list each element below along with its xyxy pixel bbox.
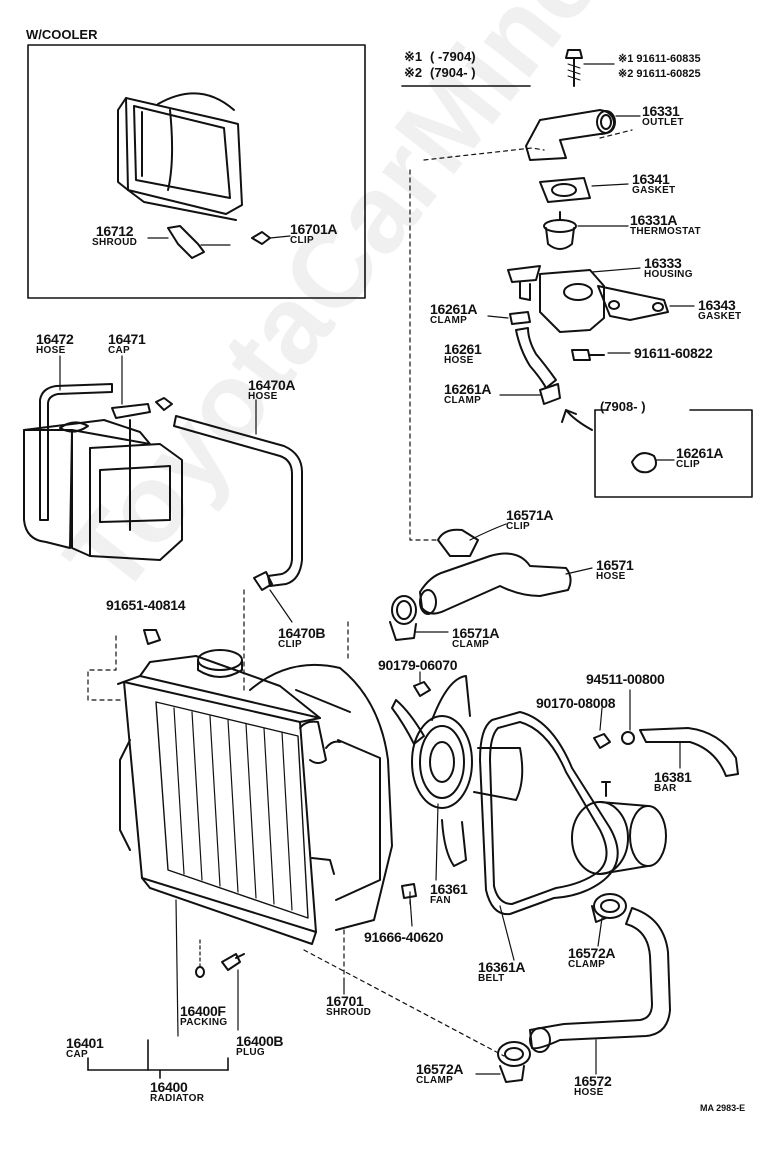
bolt-alt-2: ※2 91611-60825 xyxy=(618,68,701,80)
bar-washer xyxy=(621,731,635,745)
fan-belt xyxy=(479,711,619,916)
fan-shroud xyxy=(249,663,393,931)
bolt-alt-1: ※1 91611-60835 xyxy=(618,53,701,65)
label-90170-08008: 90170-08008 xyxy=(536,695,616,711)
adjusting-bar xyxy=(639,727,739,777)
hose-clip xyxy=(253,571,273,591)
inset-title: W/COOLER xyxy=(26,27,98,42)
drain-plug xyxy=(221,953,241,971)
cooling-fan xyxy=(391,675,524,867)
outlet-gasket xyxy=(539,177,591,203)
lower-hose-clamp-upper xyxy=(591,893,627,923)
label-90179-06070: 90179-06070 xyxy=(378,657,458,673)
clip-inset-arrow xyxy=(561,409,593,431)
water-pump-pulley xyxy=(571,801,667,875)
shroud-bolt xyxy=(401,883,417,899)
note1-range: ( -7904) xyxy=(430,49,476,64)
reservoir-cap xyxy=(111,403,151,419)
overflow-hose xyxy=(39,383,113,521)
upper-hose-clamp xyxy=(389,595,417,641)
bar-nut xyxy=(593,733,611,749)
outlet-bolt xyxy=(565,49,583,87)
bypass-clamp-lower xyxy=(539,383,561,405)
upper-hose-clip xyxy=(437,528,479,557)
clip-inset-part xyxy=(631,452,657,474)
plug-packing xyxy=(195,966,205,978)
bypass-clamp-upper xyxy=(509,311,531,325)
label-91611-60822: 91611-60822 xyxy=(634,345,713,361)
housing-gasket xyxy=(597,285,669,321)
lower-hose-clamp-lower xyxy=(497,1041,531,1083)
label-91666-40620: 91666-40620 xyxy=(364,929,444,945)
cooler-shroud-drawing xyxy=(117,92,243,221)
thermostat-housing xyxy=(507,265,605,333)
cooler-clip-part xyxy=(251,231,271,245)
clip-inset-frame xyxy=(594,409,753,498)
fan-nut xyxy=(413,681,431,697)
housing-bolt xyxy=(571,349,591,361)
cooler-bracket-part xyxy=(167,225,205,259)
drain-cock xyxy=(143,629,161,645)
label-91651-40814: 91651-40814 xyxy=(106,597,186,613)
bypass-hose xyxy=(515,327,557,389)
upper-radiator-hose xyxy=(419,552,572,615)
radiator xyxy=(117,655,335,945)
note2-range: (7904- ) xyxy=(430,65,476,80)
cooler-inset-frame xyxy=(27,44,366,299)
note1-mark: ※1 xyxy=(404,49,423,64)
clip-inset-range: (7908- ) xyxy=(600,399,646,414)
note2-mark: ※2 xyxy=(404,65,423,80)
label-94511-00800: 94511-00800 xyxy=(586,671,665,687)
radiator-cap xyxy=(197,649,243,678)
diagram-code: MA 2983-E xyxy=(700,1103,746,1113)
reservoir-tank xyxy=(23,419,183,561)
thermostat xyxy=(543,211,577,250)
water-outlet xyxy=(525,109,616,161)
